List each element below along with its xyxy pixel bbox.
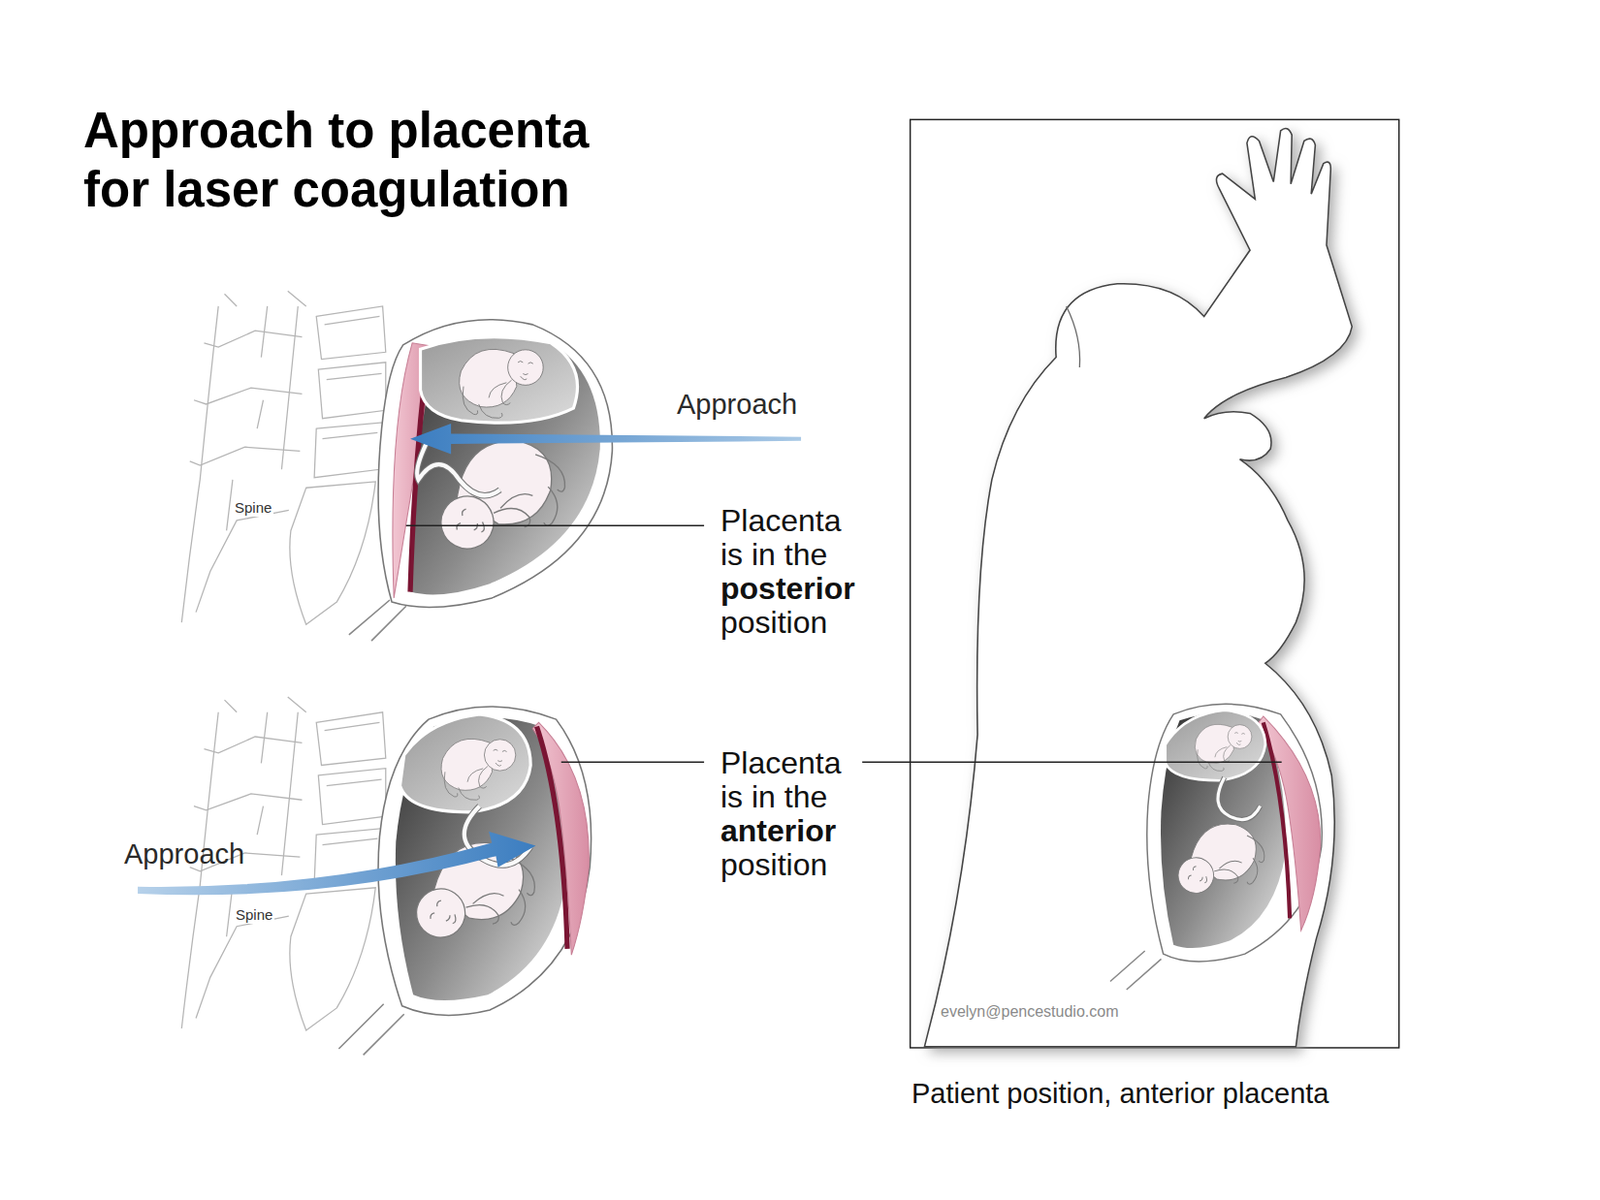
text-word: Approach [83,102,315,159]
amniotic-sac [420,337,578,423]
text-word: Placenta [720,745,842,781]
placenta-label: Placenta is in the anterior position [720,746,842,883]
text-word: the [784,779,828,815]
fetus [1194,724,1252,771]
cervix [349,600,407,641]
text-word: placenta [388,102,590,159]
placenta [532,722,589,956]
text-word: coagulation [291,161,570,218]
text-word: in [751,779,776,815]
spine-drawing [181,290,385,625]
uterus-wall [378,706,592,1016]
caption: Patient position, anterior placenta [911,1077,1329,1112]
watermark: evelyn@pencestudio.com [938,1002,1120,1023]
uterus-wall [1147,704,1322,962]
approach-arrow [410,423,801,455]
leader-line [561,762,704,764]
text-word: for [83,161,150,218]
text-word: Placenta [720,503,842,539]
fetus [459,349,544,418]
panel-frame [910,119,1400,1049]
title: Approach to placenta for laser coagulati… [83,100,589,220]
placenta-label: Placenta is in the posterior position [720,504,856,640]
text-word: position [720,605,828,640]
text-word: posterior [720,571,856,607]
cervix [1110,951,1162,991]
amniotic-cavity [410,336,601,595]
placenta-edge [1263,722,1290,919]
leader-line [406,524,704,526]
leader-line [862,762,1281,764]
fetus [431,423,580,582]
text-word: laser [162,161,279,218]
approach-label: Approach [676,387,798,422]
amniotic-sac [1165,710,1266,782]
placenta-edge [537,726,569,949]
body-line [1066,306,1081,368]
cervix [338,1004,404,1056]
fetus [441,738,516,800]
placenta [1256,716,1320,931]
spine-label: Spine [233,906,275,925]
text-word: is [720,537,743,573]
approach-label: Approach [124,837,245,872]
amniotic-sac [400,714,532,813]
text-word: to [327,102,375,159]
patient-silhouette [924,128,1352,1048]
text-word: in [751,537,776,573]
text-word: anterior [720,813,836,849]
text-word: position [720,847,828,883]
text-word: is [720,779,743,815]
uterus-wall [378,320,612,608]
text-word: the [784,537,828,573]
fetus [1170,810,1276,920]
spine-label: Spine [232,499,274,517]
